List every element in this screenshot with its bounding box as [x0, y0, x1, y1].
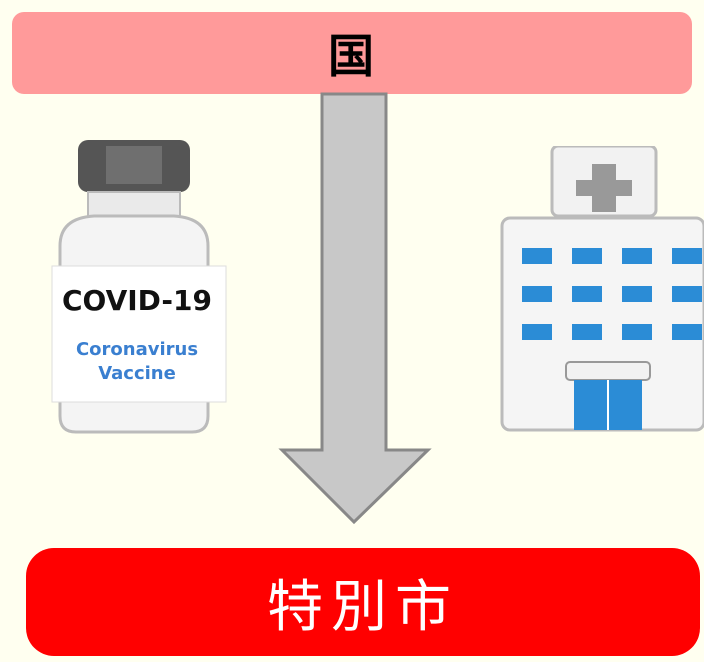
vaccine-label-title: COVID-19 [61, 284, 213, 317]
vaccine-label-subtitle: Coronavirus Vaccine [52, 338, 222, 386]
vaccine-vial-icon [51, 140, 227, 434]
vaccine-label-subtitle-line2: Vaccine [98, 363, 176, 384]
bottom-box-label: 特別市 [267, 574, 459, 640]
vaccine-label-subtitle-line1: Coronavirus [75, 339, 199, 360]
bottom-box-designated-city: 特別市 [26, 548, 700, 656]
top-box-national-government: 国 [12, 12, 692, 94]
hospital-icon [500, 146, 704, 432]
top-box-label: 国 [328, 29, 376, 83]
